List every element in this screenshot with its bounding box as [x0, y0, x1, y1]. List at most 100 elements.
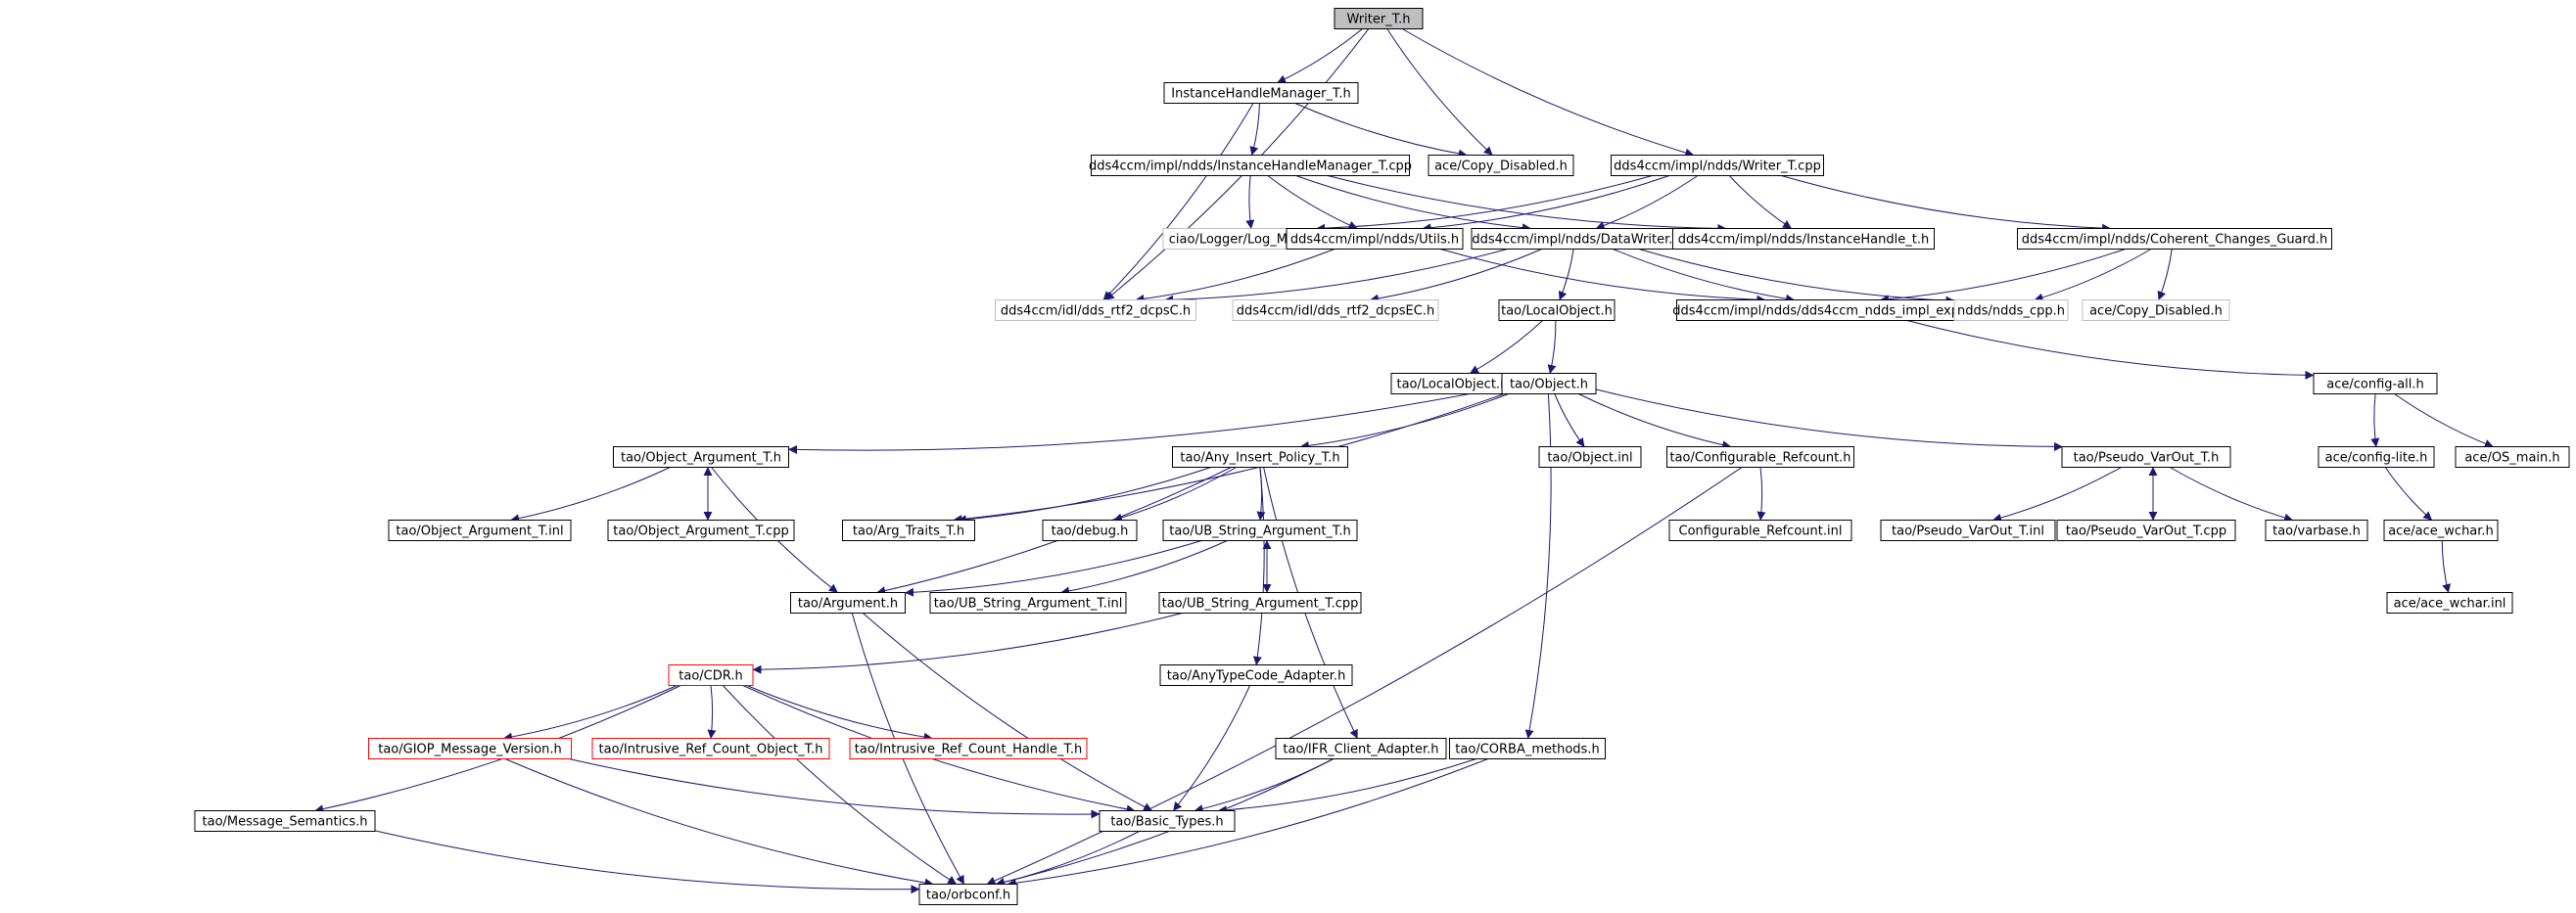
node-label: Configurable_Refcount.inl: [1679, 525, 1843, 539]
edge-tao_pseudo_varout_h-to-tao_pseudo_varout_inl: [1992, 467, 2122, 523]
edge-ihm_t_h-to-dds_rtf2_dcpsc: [1102, 103, 1254, 300]
edge-tao_cdr_h-to-tao_orbconf: [722, 685, 958, 885]
node-box: [1666, 446, 1854, 468]
edge-ace_config_all-to-ace_os_main: [2394, 393, 2494, 448]
node-box: [1159, 664, 1353, 686]
edge-ihm_t_cpp-to-instancehandle_t_h: [1327, 175, 1727, 233]
node-tao_configurable_refcount_h[interactable]: tao/Configurable_Refcount.h: [1666, 446, 1854, 468]
node-box: [2061, 446, 2231, 468]
node-tao_ub_string_arg_h[interactable]: tao/UB_String_Argument_T.h: [1162, 520, 1358, 541]
edge-tao_object_argument_t_h-to-tao_object_argument_t_inl: [510, 467, 671, 524]
node-writer_t_cpp[interactable]: dds4ccm/impl/ndds/Writer_T.cpp: [1611, 155, 1824, 176]
node-label: tao/UB_String_Argument_T.cpp: [1162, 597, 1359, 612]
edge-tao_object_h-to-tao_object_inl: [1554, 393, 1585, 447]
edge-writer_t_h-to-writer_t_cpp: [1401, 28, 1695, 158]
node-tao_pseudo_varout_inl[interactable]: tao/Pseudo_VarOut_T.inl: [1880, 520, 2056, 541]
node-ace_os_main[interactable]: ace/OS_main.h: [2455, 446, 2570, 468]
node-label: tao/Arg_Traits_T.h: [853, 525, 964, 539]
node-tao_varbase[interactable]: tao/varbase.h: [2265, 520, 2368, 541]
edge-tao_ifr_client_adapter-to-tao_basic_types: [1194, 758, 1335, 813]
node-label: InstanceHandleManager_T.h: [1171, 87, 1350, 102]
node-tao_pseudo_varout_cpp[interactable]: tao/Pseudo_VarOut_T.cpp: [2056, 520, 2236, 541]
node-box: [918, 884, 1018, 905]
node-box: [929, 592, 1127, 614]
node-tao_ifr_client_adapter[interactable]: tao/IFR_Client_Adapter.h: [1275, 738, 1447, 759]
edge-tao_cdr_h-to-tao_intrusive_ref_count_object: [707, 685, 717, 739]
node-tao_object_argument_t_cpp[interactable]: tao/Object_Argument_T.cpp: [607, 520, 795, 541]
edge-tao_ub_string_arg_h-to-tao_argument_h: [905, 540, 1202, 597]
node-coherent_guard_h[interactable]: dds4ccm/impl/ndds/Coherent_Changes_Guard…: [2017, 228, 2332, 250]
node-tao_intrusive_ref_count_object[interactable]: tao/Intrusive_Ref_Count_Object_T.h: [591, 738, 830, 759]
node-label: tao/Pseudo_VarOut_T.h: [2074, 451, 2220, 466]
node-tao_cdr_h[interactable]: tao/CDR.h: [668, 664, 754, 686]
node-box: [2017, 228, 2332, 250]
edge-writer_t_cpp-to-utils_h: [1422, 175, 1670, 233]
node-dds_rtf2_dcpsec[interactable]: dds4ccm/idl/dds_rtf2_dcpsEC.h: [1232, 299, 1439, 321]
node-tao_anytypecode_adapter[interactable]: tao/AnyTypeCode_Adapter.h: [1159, 664, 1353, 686]
node-tao_object_argument_t_inl[interactable]: tao/Object_Argument_T.inl: [388, 520, 572, 541]
node-tao_ub_string_arg_cpp[interactable]: tao/UB_String_Argument_T.cpp: [1158, 592, 1362, 614]
node-tao_localobject_h[interactable]: tao/LocalObject.h: [1498, 299, 1616, 321]
node-label: dds4ccm/impl/ndds/Coherent_Changes_Guard…: [2022, 233, 2328, 248]
node-box: [388, 520, 572, 541]
node-ace_ace_wchar_inl[interactable]: ace/ace_wchar.inl: [2386, 592, 2513, 614]
node-label: tao/CORBA_methods.h: [1455, 743, 1599, 757]
node-tao_any_insert_policy[interactable]: tao/Any_Insert_Policy_T.h: [1172, 446, 1348, 468]
node-ace_config_all[interactable]: ace/config-all.h: [2313, 373, 2438, 394]
edge-tao_any_insert_policy-to-tao_anytypecode_adapter: [1252, 467, 1265, 665]
node-label: ace/ace_wchar.inl: [2394, 597, 2506, 612]
node-label: tao/Object_Argument_T.inl: [396, 525, 563, 539]
node-tao_giop_message_version[interactable]: tao/GIOP_Message_Version.h: [368, 738, 572, 759]
node-ace_copy_disabled_2[interactable]: ace/Copy_Disabled.h: [2082, 299, 2230, 321]
node-ace_copy_disabled_1[interactable]: ace/Copy_Disabled.h: [1428, 155, 1574, 176]
node-utils_h[interactable]: dds4ccm/impl/ndds/Utils.h: [1286, 228, 1464, 250]
node-configurable_refcount_inl[interactable]: Configurable_Refcount.inl: [1668, 520, 1852, 541]
node-tao_argument_h[interactable]: tao/Argument.h: [790, 592, 906, 614]
node-ndds_impl_export[interactable]: dds4ccm/impl/ndds/dds4ccm_ndds_impl_expo…: [1672, 299, 1990, 321]
node-tao_object_argument_t_h[interactable]: tao/Object_Argument_T.h: [613, 446, 789, 468]
edge-tao_basic_types-to-tao_orbconf: [995, 831, 1140, 887]
node-label: tao/varbase.h: [2272, 525, 2361, 539]
node-label: ace/Copy_Disabled.h: [2089, 304, 2223, 319]
node-instancehandle_t_h[interactable]: dds4ccm/impl/ndds/InstanceHandle_t.h: [1672, 228, 1935, 250]
node-tao_pseudo_varout_h[interactable]: tao/Pseudo_VarOut_T.h: [2061, 446, 2231, 468]
node-tao_orbconf[interactable]: tao/orbconf.h: [918, 884, 1018, 905]
node-tao_object_h[interactable]: tao/Object.h: [1501, 373, 1597, 394]
node-box: [842, 520, 975, 541]
node-label: ace/OS_main.h: [2464, 451, 2559, 466]
node-box: [1611, 155, 1824, 176]
node-ihm_t_cpp[interactable]: dds4ccm/impl/ndds/InstanceHandleManager_…: [1089, 155, 1412, 176]
node-box: [1232, 299, 1439, 321]
node-tao_arg_traits[interactable]: tao/Arg_Traits_T.h: [842, 520, 975, 541]
node-ihm_t_h[interactable]: InstanceHandleManager_T.h: [1163, 82, 1359, 104]
node-tao_localobject_inl[interactable]: tao/LocalObject.inl: [1390, 373, 1522, 394]
node-box: [1428, 155, 1574, 176]
edge-writer_t_cpp-to-ciao_log_macros: [1316, 175, 1653, 233]
node-label: tao/Object_Argument_T.cpp: [613, 525, 788, 539]
node-label: tao/orbconf.h: [926, 889, 1010, 903]
edge-datawriter_h-to-tao_localobject_h: [1558, 249, 1574, 300]
node-ndds_cpp[interactable]: ndds/ndds_cpp.h: [1953, 299, 2069, 321]
node-tao_object_inl[interactable]: tao/Object.inl: [1538, 446, 1642, 468]
node-tao_debug[interactable]: tao/debug.h: [1042, 520, 1138, 541]
node-tao_message_semantics[interactable]: tao/Message_Semantics.h: [194, 810, 376, 832]
node-ace_config_lite[interactable]: ace/config-lite.h: [2318, 446, 2435, 468]
node-box: [1275, 738, 1447, 759]
edge-coherent_guard_h-to-ndds_cpp: [2034, 249, 2152, 302]
node-label: ace/Copy_Disabled.h: [1434, 160, 1568, 174]
node-writer_t_h[interactable]: Writer_T.h: [1334, 8, 1424, 29]
edge-tao_object_h-to-tao_configurable_refcount_h: [1578, 393, 1732, 450]
edge-tao_corba_methods-to-tao_basic_types: [1217, 758, 1476, 815]
node-tao_intrusive_ref_count_handle[interactable]: tao/Intrusive_Ref_Count_Handle_T.h: [849, 738, 1088, 759]
node-box: [1501, 373, 1597, 394]
node-box: [1334, 8, 1424, 29]
node-dds_rtf2_dcpsc[interactable]: dds4ccm/idl/dds_rtf2_dcpsC.h: [995, 299, 1196, 321]
node-tao_corba_methods[interactable]: tao/CORBA_methods.h: [1449, 738, 1606, 759]
node-tao_ub_string_arg_inl[interactable]: tao/UB_String_Argument_T.inl: [929, 592, 1127, 614]
node-label: tao/UB_String_Argument_T.inl: [934, 597, 1123, 612]
node-tao_basic_types[interactable]: tao/Basic_Types.h: [1099, 810, 1236, 832]
node-ace_ace_wchar_h[interactable]: ace/ace_wchar.h: [2383, 520, 2499, 541]
node-datawriter_h[interactable]: dds4ccm/impl/ndds/DataWriter.h: [1471, 228, 1682, 250]
